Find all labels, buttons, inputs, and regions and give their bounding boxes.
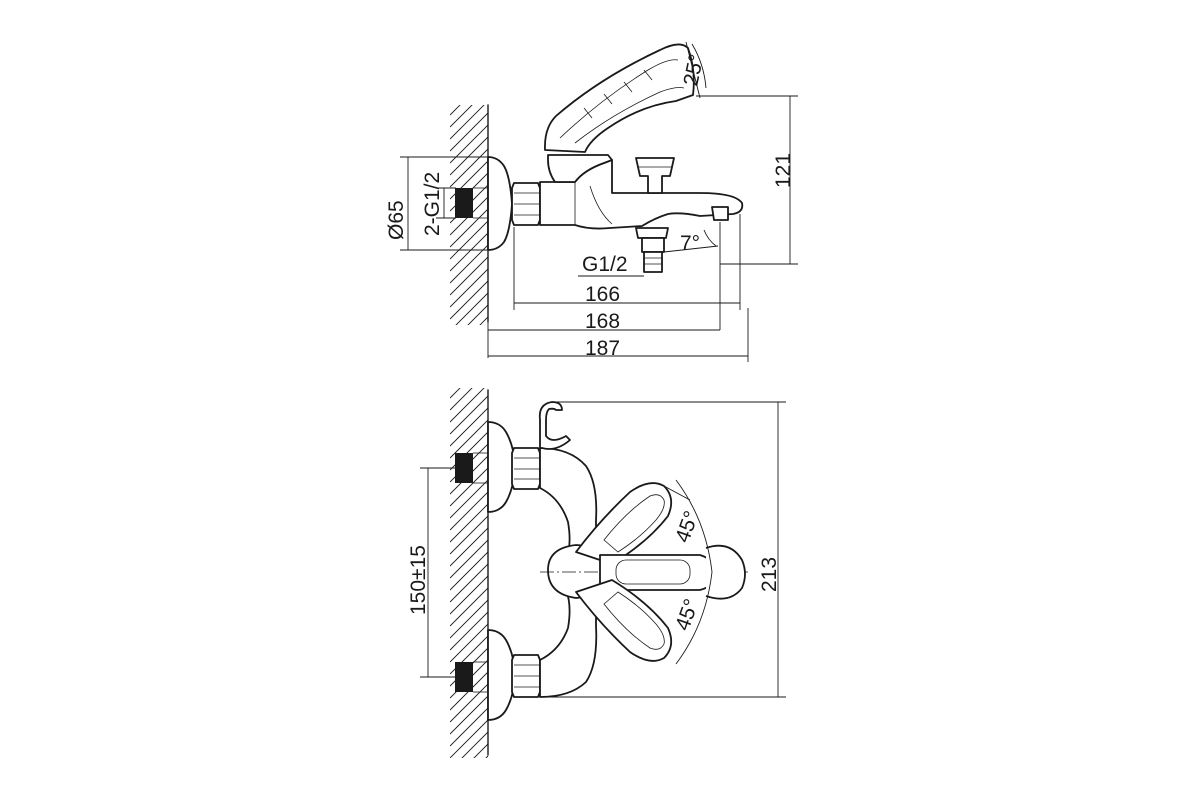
hatch-line [450, 407, 488, 447]
hatch-line [450, 707, 488, 747]
hatch-line [450, 244, 488, 284]
wall-flange-lower [487, 629, 516, 721]
hatch-line [450, 539, 488, 579]
hatch-line [450, 220, 488, 260]
wall-hatching-top [450, 65, 489, 391]
hatch-line [450, 136, 488, 176]
hatch-line [450, 280, 488, 320]
hatch-line [450, 208, 488, 248]
inlet-nut-side [455, 188, 473, 218]
inlet-nut-lower [455, 662, 473, 692]
hatch-line [450, 232, 488, 272]
diverter-knob-side [635, 157, 675, 194]
lever-handle-side [544, 43, 695, 153]
dimension-lines-front [420, 401, 786, 698]
hatch-line [450, 479, 488, 519]
hatch-line [450, 599, 488, 639]
side-view: 25° 121 Ø65 2-G1/2 G1/2 7° 166 168 187 [385, 41, 798, 391]
centers-label: 150±15 [407, 545, 430, 615]
front-view: 150±15 213 45° 45° [407, 348, 786, 800]
hatch-line [467, 304, 488, 325]
hatch-line [450, 105, 473, 128]
angle-spout-label: 7° [680, 232, 700, 255]
wall-flange-side [487, 156, 513, 251]
inlet-thread-label: 2-G1/2 [421, 172, 444, 236]
hatch-line [450, 395, 488, 435]
hatch-line [450, 575, 488, 615]
hatch-line [450, 611, 488, 651]
wall-flange-upper [487, 421, 516, 513]
hatch-line [450, 780, 488, 800]
hatch-line [450, 353, 488, 391]
hatch-line [450, 527, 488, 567]
length-outlet-label: 166 [585, 283, 620, 306]
hatch-line [473, 743, 488, 758]
hatch-line [461, 731, 488, 758]
hatch-line [450, 419, 488, 459]
hatch-line [450, 503, 488, 543]
hatch-line [450, 719, 488, 758]
hatch-line [450, 112, 488, 152]
hatch-line [450, 515, 488, 555]
hatch-line [450, 348, 488, 386]
wall-hatching-bottom [450, 348, 489, 800]
hatch-line [450, 683, 488, 723]
hatch-line [450, 563, 488, 603]
hatch-line [450, 105, 461, 116]
hatch-line [450, 587, 488, 627]
inlet-nut-upper [455, 453, 473, 483]
hatch-line [450, 388, 473, 411]
length-total-label: 187 [585, 337, 620, 360]
hatch-line [450, 268, 488, 308]
spout-tip-side [711, 206, 729, 221]
hatch-line [485, 755, 488, 758]
hatch-line [450, 388, 485, 423]
lever-lower-position [575, 579, 673, 662]
length-spout-tip-label: 168 [585, 310, 620, 333]
hatch-line [450, 341, 488, 379]
hatch-line [450, 65, 488, 103]
hatch-line [450, 623, 488, 663]
height-label: 121 [772, 153, 795, 188]
height-front-label: 213 [758, 557, 781, 592]
hatch-line [450, 105, 485, 140]
shower-outlet-side [635, 227, 669, 239]
hatch-line [450, 148, 488, 188]
hatch-line [450, 491, 488, 531]
hatch-line [450, 256, 488, 296]
hatch-line [450, 695, 488, 735]
hatch-line [450, 551, 488, 591]
diverter-knob-front [705, 544, 746, 600]
shower-hook-front [538, 401, 571, 450]
angle-upper-label: 45° [671, 508, 703, 546]
hatch-line [450, 329, 488, 367]
outlet-thread-label: G1/2 [582, 253, 628, 276]
hatch-line [455, 292, 488, 325]
dimension-lines-side [400, 41, 798, 362]
hatch-line [450, 768, 488, 800]
hatch-line [450, 388, 461, 399]
hatch-line [450, 467, 488, 507]
cartridge-side [547, 154, 613, 183]
hatch-line [479, 316, 488, 325]
hatch-line [450, 792, 488, 800]
diameter-label: Ø65 [385, 200, 408, 240]
angle-lower-label: 45° [671, 596, 703, 634]
